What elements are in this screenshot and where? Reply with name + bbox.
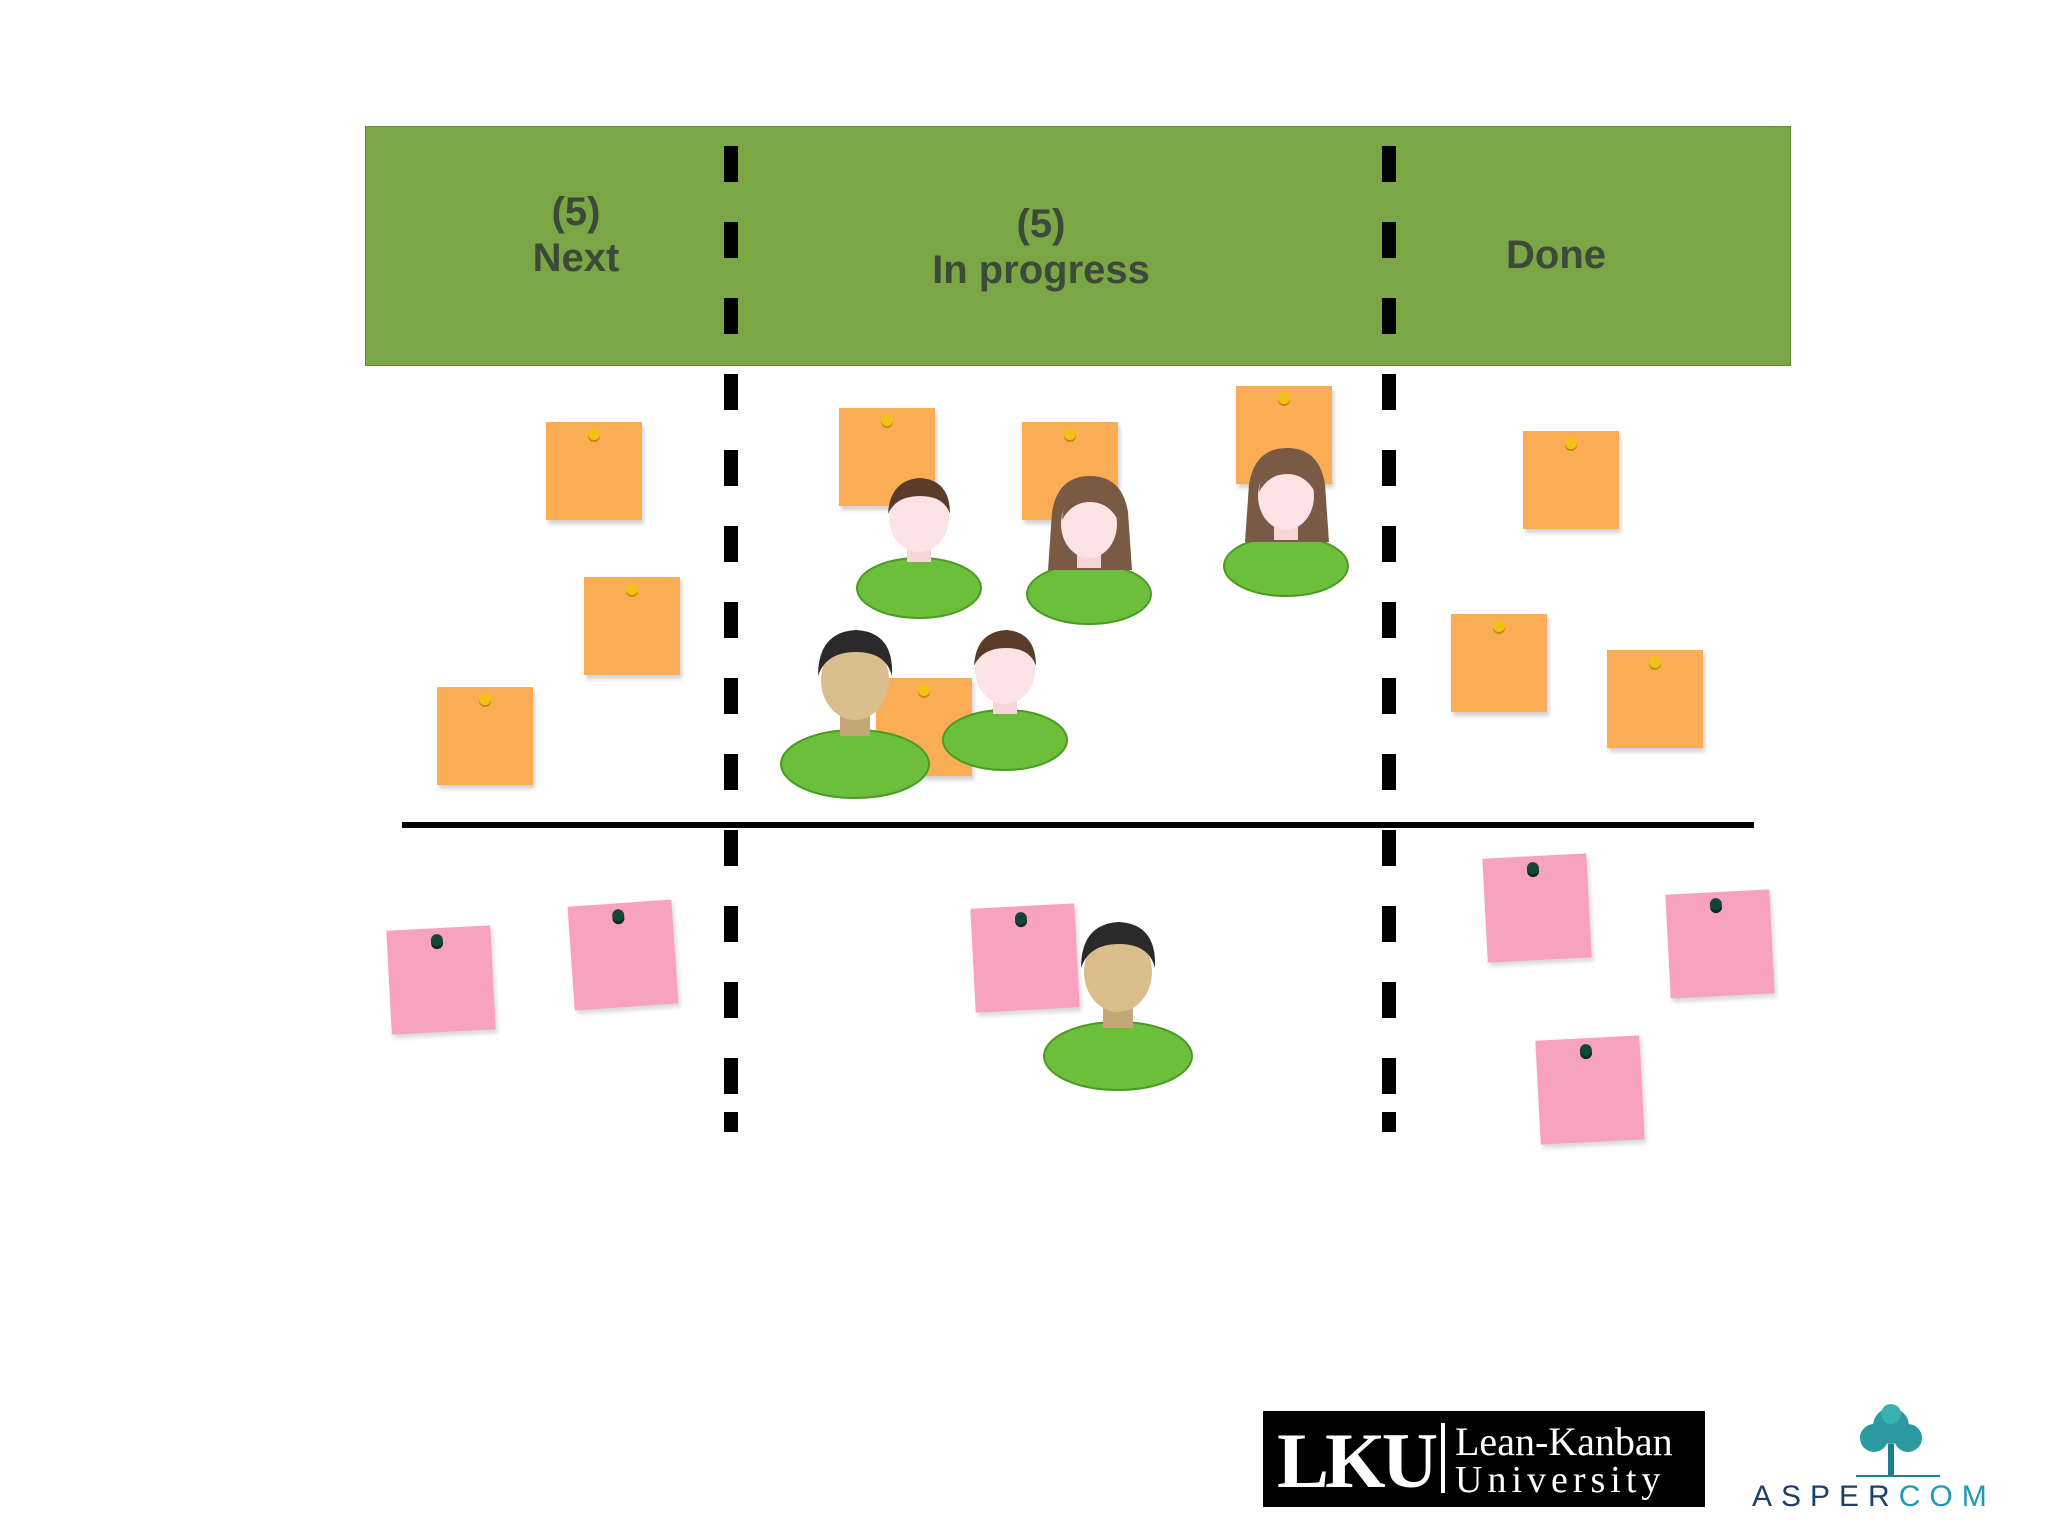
expedite-note-done-2: [1665, 889, 1775, 999]
expedite-note-next-2: [567, 899, 679, 1011]
aspercom-logo-text: ASPERCOM: [1752, 1480, 1996, 1513]
column-done-title: Done: [1476, 232, 1636, 278]
column-done-name: Done: [1506, 233, 1606, 277]
board-header: (5) Next (5) In progress Done: [365, 126, 1791, 366]
lku-logo: LKU Lean-Kanban University: [1263, 1411, 1705, 1507]
person-man-icon: [780, 630, 930, 799]
column-next-limit: (5): [551, 190, 601, 234]
person-man-icon: [1043, 922, 1193, 1091]
column-divider-left: [724, 146, 738, 1132]
swimlane-divider: [402, 822, 1754, 828]
expedite-note-done-1: [1482, 853, 1592, 963]
pin-icon: [1649, 656, 1661, 668]
pin-icon: [918, 684, 930, 696]
pin-icon: [611, 908, 625, 922]
tree-icon: [1856, 1404, 1940, 1477]
person-woman-icon: [1223, 448, 1349, 597]
pin-icon: [1579, 1043, 1593, 1057]
lku-name-line1: Lean-Kanban: [1455, 1419, 1673, 1464]
column-next-title: (5) Next: [496, 189, 656, 281]
column-in-progress-title: (5) In progress: [901, 201, 1181, 293]
person-man-icon: [942, 630, 1068, 771]
expedite-note-done-3: [1535, 1035, 1645, 1145]
pin-icon: [626, 583, 638, 595]
sticky-note-done-2: [1451, 614, 1547, 712]
column-in-progress-limit: (5): [1016, 202, 1066, 246]
column-next-name: Next: [532, 236, 620, 280]
pin-icon: [1526, 861, 1540, 875]
pin-icon: [1709, 897, 1723, 911]
pin-icon: [588, 428, 600, 440]
expedite-note-next-1: [386, 925, 496, 1035]
sticky-note-done-3: [1607, 650, 1703, 748]
column-in-progress-name: In progress: [932, 248, 1150, 292]
lku-mark: LKU: [1277, 1417, 1438, 1504]
pin-icon: [479, 693, 491, 705]
pin-icon: [1565, 437, 1577, 449]
pin-icon: [1064, 428, 1076, 440]
sticky-note-next-2: [584, 577, 680, 675]
person-woman-icon: [1026, 476, 1152, 625]
pin-icon: [1014, 911, 1028, 925]
sticky-note-next-1: [546, 422, 642, 520]
pin-icon: [1278, 392, 1290, 404]
lku-name-line2: University: [1455, 1459, 1666, 1501]
person-man-icon: [856, 478, 982, 619]
sticky-note-done-1: [1523, 431, 1619, 529]
sticky-note-next-3: [437, 687, 533, 785]
pin-icon: [881, 414, 893, 426]
pin-icon: [430, 933, 444, 947]
column-divider-right: [1382, 146, 1396, 1132]
pin-icon: [1493, 620, 1505, 632]
